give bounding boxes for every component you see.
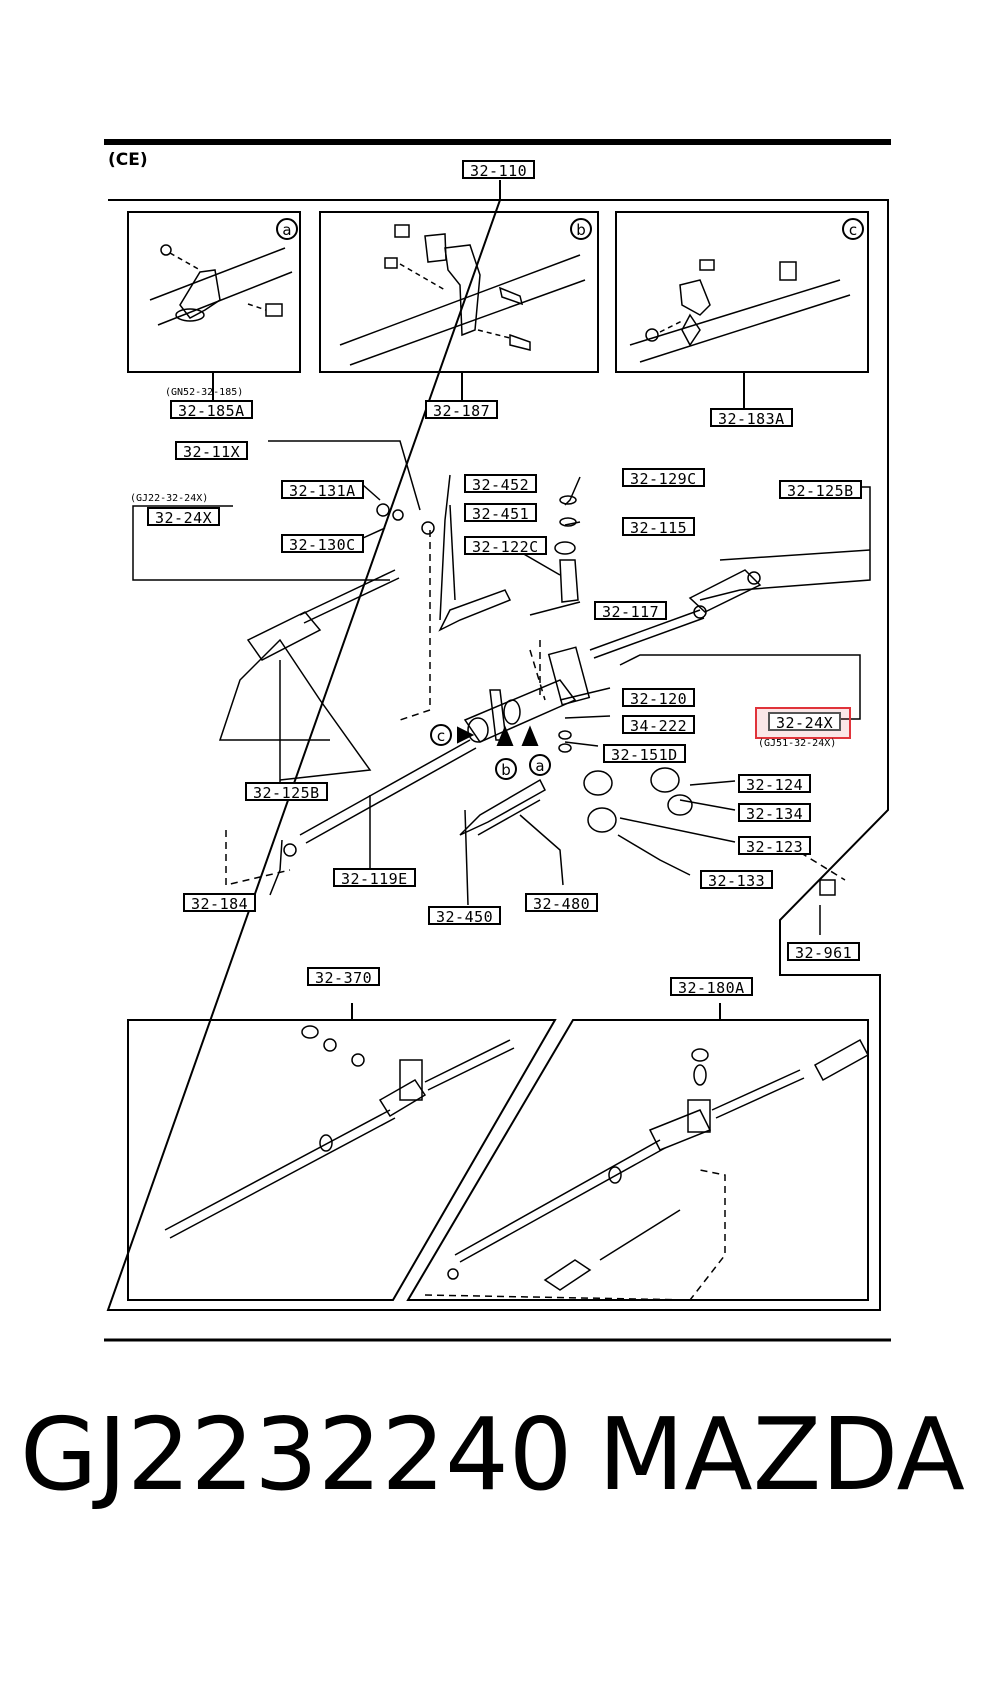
- label-961[interactable]: 32-961: [787, 942, 861, 962]
- label-185A[interactable]: 32-185A: [170, 400, 253, 420]
- inset-c-box: [615, 211, 869, 373]
- arrow-b: [496, 725, 514, 746]
- label-151D[interactable]: 32-151D: [603, 744, 686, 764]
- main-rack-drawing: [246, 495, 836, 896]
- label-134[interactable]: 32-134: [738, 803, 812, 823]
- inset-b-box: [319, 211, 599, 373]
- label-180A[interactable]: 32-180A: [670, 977, 753, 997]
- note-185A: (GN52-32-185): [165, 387, 244, 398]
- label-117[interactable]: 32-117: [594, 601, 668, 621]
- label-129C[interactable]: 32-129C: [622, 468, 705, 488]
- callout-c-inset: c: [842, 218, 864, 240]
- label-183A[interactable]: 32-183A: [710, 408, 793, 428]
- label-11X[interactable]: 32-11X: [175, 441, 249, 461]
- callout-c-main: c: [430, 724, 452, 746]
- note-24X-right: (GJ51-32-24X): [758, 738, 837, 749]
- inset-a-drawing: [149, 244, 293, 326]
- label-370[interactable]: 32-370: [307, 967, 381, 987]
- inset-b-drawing: [339, 224, 586, 366]
- arrow-c: [457, 726, 475, 744]
- label-184[interactable]: 32-184: [183, 893, 257, 913]
- label-450[interactable]: 32-450: [428, 906, 502, 926]
- note-24X-left: (GJ22-32-24X): [130, 493, 209, 504]
- label-133[interactable]: 32-133: [700, 870, 774, 890]
- label-451[interactable]: 32-451: [464, 503, 538, 523]
- label-452[interactable]: 32-452: [464, 474, 538, 494]
- label-115[interactable]: 32-115: [622, 517, 696, 537]
- label-125B-left[interactable]: 32-125B: [245, 782, 328, 802]
- inset-a-box: [127, 211, 301, 373]
- label-119E[interactable]: 32-119E: [333, 868, 416, 888]
- label-124[interactable]: 32-124: [738, 774, 812, 794]
- variant-label: (CE): [108, 150, 148, 170]
- label-123[interactable]: 32-123: [738, 836, 812, 856]
- bottom-inset-left: [127, 1019, 557, 1301]
- label-34-222[interactable]: 34-222: [622, 715, 696, 735]
- footer-caption: GJ2232240 MAZDA: [0, 1390, 992, 1520]
- callout-b-main: b: [495, 758, 517, 780]
- label-131A[interactable]: 32-131A: [281, 480, 364, 500]
- inset-c-drawing: [629, 259, 851, 363]
- label-187[interactable]: 32-187: [425, 400, 499, 420]
- bottom-right-rack-drawing: [424, 1038, 870, 1301]
- label-24X-left[interactable]: 32-24X: [147, 507, 221, 527]
- arrow-a: [521, 725, 539, 746]
- callout-a-main: a: [529, 754, 551, 776]
- label-24X-right[interactable]: 32-24X: [768, 712, 842, 732]
- label-122C[interactable]: 32-122C: [464, 536, 547, 556]
- label-125B-right[interactable]: 32-125B: [779, 480, 862, 500]
- part-number-text: GJ2232240: [20, 1396, 573, 1513]
- label-480[interactable]: 32-480: [525, 893, 599, 913]
- callout-b-inset: b: [570, 218, 592, 240]
- label-130C[interactable]: 32-130C: [281, 534, 364, 554]
- bottom-left-rack-drawing: [164, 1025, 515, 1239]
- label-120[interactable]: 32-120: [622, 688, 696, 708]
- callout-a-inset: a: [276, 218, 298, 240]
- brand-text: MAZDA: [598, 1396, 965, 1513]
- leader-lines: [132, 440, 871, 935]
- label-main-assembly[interactable]: 32-110: [462, 160, 536, 180]
- bottom-inset-right: [406, 1019, 869, 1301]
